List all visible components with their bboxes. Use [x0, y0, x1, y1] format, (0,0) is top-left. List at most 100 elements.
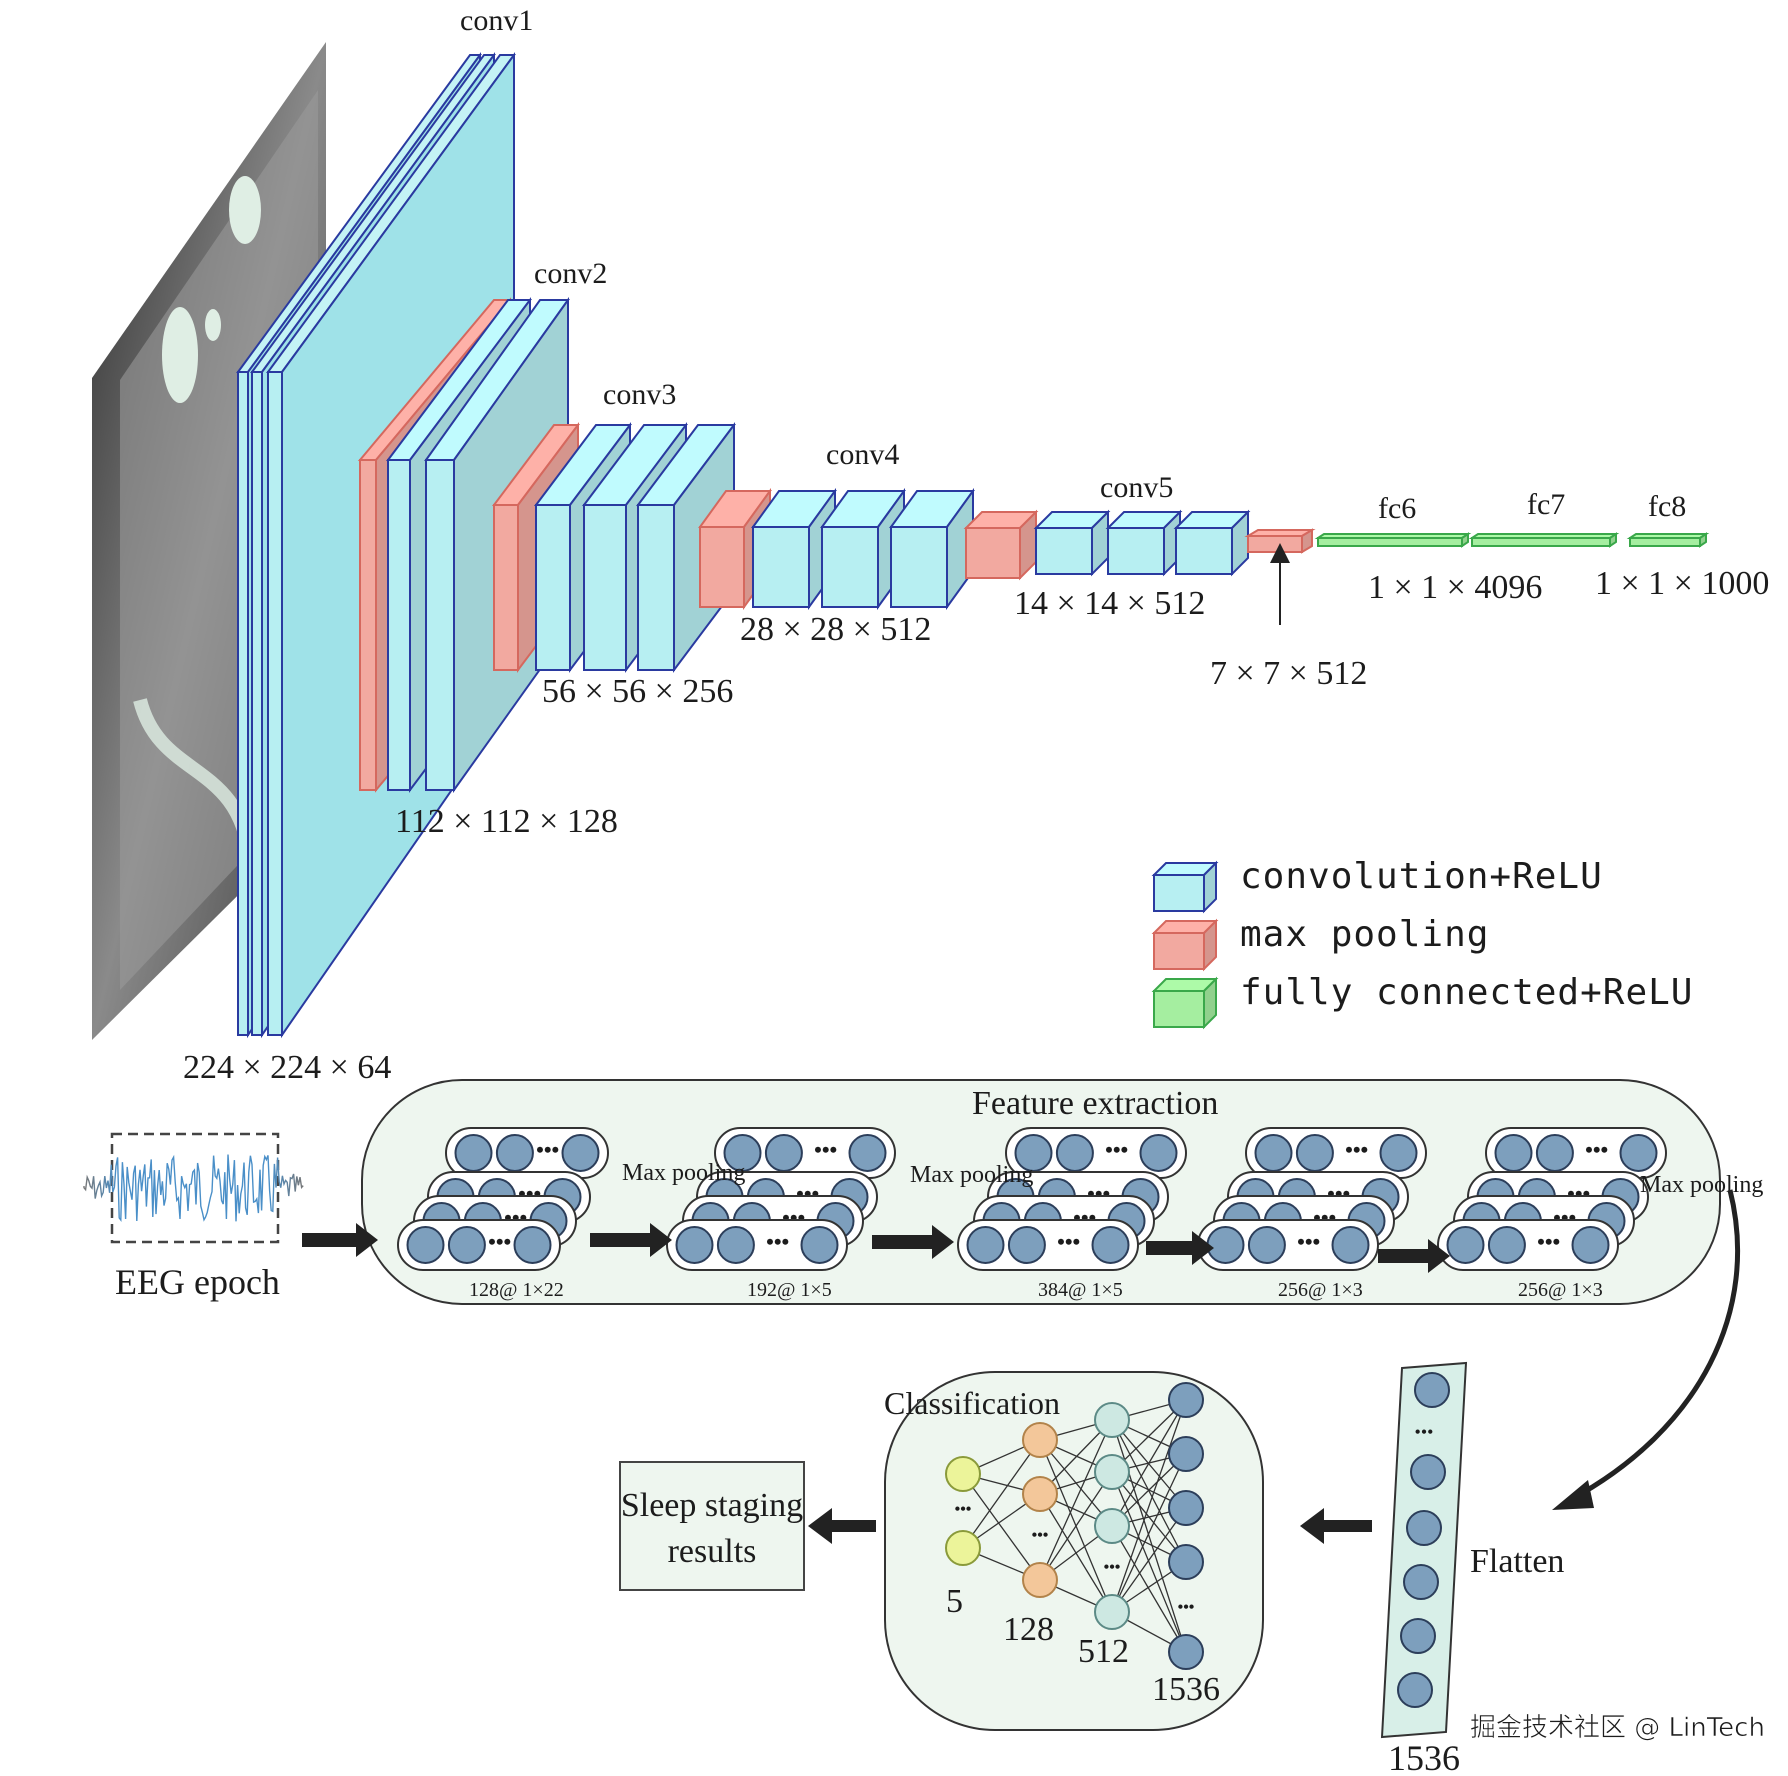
flatten-node-5: [1400, 1618, 1436, 1654]
eeg-arrow-3: [872, 1225, 954, 1259]
conv5-box-3: [1173, 509, 1251, 577]
dim-conv3: 56 × 56 × 256: [542, 673, 733, 710]
eeg-block-2: ••••••••••••192@ 1×5: [666, 1127, 896, 1301]
svg-text:•••: •••: [488, 1229, 511, 1254]
fc6-bar: [1314, 532, 1472, 548]
mlp-node-l4-2: [1168, 1436, 1204, 1472]
classification-panel: [884, 1371, 1264, 1731]
eeg-block-4-row-1: •••: [1245, 1127, 1427, 1179]
conv5-pool: [963, 509, 1039, 581]
svg-text:•••: •••: [1057, 1229, 1080, 1254]
eeg-blocks: ••••••••••••128@ 1×22••••••••••••192@ 1×…: [397, 1127, 1667, 1301]
mlp-node-l1-2: [945, 1530, 981, 1566]
legend-label-conv: convolution+ReLU: [1240, 856, 1603, 897]
vgg-blocks: [236, 51, 1710, 1039]
flatten-count: 1536: [1388, 1738, 1460, 1776]
eeg-block-5-row-1: •••: [1485, 1127, 1667, 1179]
max-pooling-label-2a: Max pooling: [910, 1162, 1033, 1188]
label-conv4: conv4: [826, 438, 899, 471]
label-fc6: fc6: [1378, 492, 1416, 525]
label-fc8: fc8: [1648, 490, 1686, 523]
to-flatten-arrowhead: [1552, 1480, 1594, 1510]
layer-count-512: 512: [1078, 1633, 1129, 1670]
fc8-bar: [1626, 532, 1710, 548]
mlp-node-l4-5: [1168, 1634, 1204, 1670]
eeg-arrow-4: [1146, 1231, 1214, 1265]
mlp-node-l3-4: [1094, 1594, 1130, 1630]
dim-conv1: 224 × 224 × 64: [183, 1049, 391, 1086]
flatten-node-6: [1397, 1672, 1433, 1708]
eeg-input-label: EEG epoch: [115, 1262, 280, 1302]
layer-count-1536: 1536: [1152, 1671, 1220, 1708]
eeg-block-2-row-4: •••: [666, 1219, 848, 1271]
eeg-block-1-row-1: •••: [445, 1127, 609, 1179]
legend-label-fc: fully connected+ReLU: [1240, 972, 1693, 1013]
dim-pool5: 7 × 7 × 512: [1210, 655, 1367, 692]
label-fc7: fc7: [1527, 488, 1565, 521]
fc7-bar: [1468, 532, 1620, 548]
dim-conv5: 14 × 14 × 512: [1014, 585, 1205, 622]
eeg-block-5: ••••••••••••256@ 1×3: [1437, 1127, 1667, 1301]
classification-network: ••••••••••••: [945, 1382, 1204, 1670]
flatten-node-4: [1403, 1564, 1439, 1600]
mlp-ellipsis-1: •••: [955, 1501, 972, 1518]
eeg-block-3-row-1: •••: [1005, 1127, 1187, 1179]
label-conv2: conv2: [534, 257, 607, 290]
dim-conv4: 28 × 28 × 512: [740, 611, 931, 648]
mlp-node-l2-3: [1022, 1562, 1058, 1598]
svg-text:•••: •••: [1297, 1229, 1320, 1254]
eeg-block-label-3: 384@ 1×5: [1038, 1279, 1123, 1301]
eeg-arrow-2: [590, 1223, 672, 1257]
eeg-block-3-row-4: •••: [957, 1219, 1139, 1271]
layer-count-5: 5: [946, 1583, 963, 1620]
eeg-arrows: [302, 1223, 1450, 1273]
dim-fc8: 1 × 1 × 1000: [1595, 565, 1769, 602]
mlp-node-l3-2: [1094, 1454, 1130, 1490]
mlp-node-l1-1: [945, 1456, 981, 1492]
mlp-node-l3-1: [1094, 1402, 1130, 1438]
svg-text:•••: •••: [814, 1137, 837, 1162]
legend-label-pool: max pooling: [1240, 914, 1489, 955]
mlp-node-l2-1: [1022, 1422, 1058, 1458]
conv5-box-1: [1033, 509, 1111, 577]
results-line-1: Sleep staging: [621, 1487, 803, 1524]
watermark: 掘金技术社区 @ LinTech: [1470, 1713, 1765, 1743]
mlp-node-l4-4: [1168, 1544, 1204, 1580]
eeg-block-label-4: 256@ 1×3: [1278, 1279, 1363, 1301]
max-pooling-label-3a: Max pooling: [1640, 1172, 1763, 1198]
conv4-box-3: [889, 487, 975, 611]
label-conv3: conv3: [603, 378, 676, 411]
eeg-block-4: ••••••••••••256@ 1×3: [1197, 1127, 1427, 1301]
eeg-block-5-row-4: •••: [1437, 1219, 1619, 1271]
svg-text:•••: •••: [1345, 1137, 1368, 1162]
eeg-block-2-row-1: •••: [714, 1127, 896, 1179]
eeg-block-label-5: 256@ 1×3: [1518, 1279, 1603, 1301]
svg-text:•••: •••: [766, 1229, 789, 1254]
conv5-box-2: [1105, 509, 1183, 577]
svg-text:•••: •••: [1105, 1137, 1128, 1162]
mlp-ellipsis-4: •••: [1178, 1599, 1195, 1616]
eeg-epoch-box: [110, 1132, 280, 1244]
eeg-block-4-row-4: •••: [1197, 1219, 1379, 1271]
dim-conv2: 112 × 112 × 128: [395, 803, 618, 840]
legend: convolution+ReLU max pooling fully conne…: [1151, 856, 1693, 1030]
eeg-arrow-1: [302, 1223, 378, 1257]
mlp-node-l4-3: [1168, 1490, 1204, 1526]
mlp-node-l4-1: [1168, 1382, 1204, 1418]
mlp-node-l3-3: [1094, 1508, 1130, 1544]
svg-text:•••: •••: [1585, 1137, 1608, 1162]
legend-swatch-conv: [1151, 860, 1219, 914]
mlp-ellipsis-3: •••: [1104, 1559, 1121, 1576]
eeg-block-1-row-4: •••: [397, 1219, 561, 1271]
layer-count-128: 128: [1003, 1611, 1054, 1648]
svg-text:•••: •••: [536, 1137, 559, 1162]
classification-title: Classification: [884, 1385, 1060, 1421]
eeg-signal: [83, 1154, 304, 1223]
to-flatten-arrow: [1568, 1189, 1740, 1503]
legend-swatch-fc: [1151, 976, 1219, 1030]
flatten-label: Flatten: [1470, 1543, 1564, 1580]
flatten-node-3: [1406, 1510, 1442, 1546]
pool5-box: [1244, 528, 1316, 554]
